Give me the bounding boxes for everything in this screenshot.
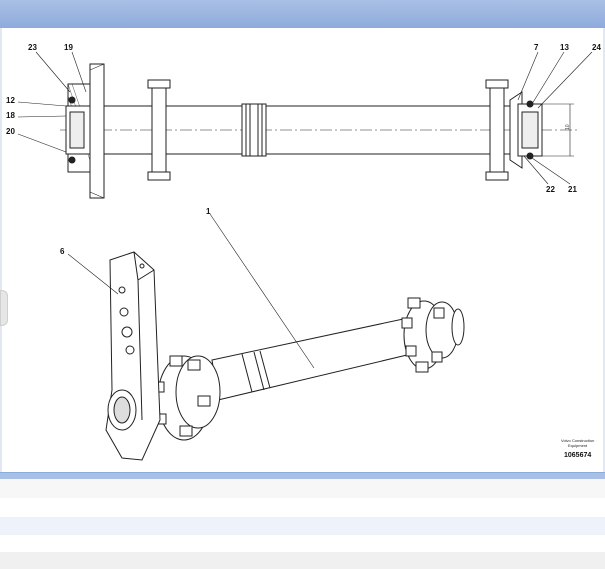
callout-20: 20 xyxy=(6,127,15,136)
list-row xyxy=(0,535,605,552)
iso-support-arm xyxy=(105,251,161,461)
company-line-2: Equipment xyxy=(568,443,588,448)
drawing-number: 1065674 xyxy=(564,452,591,459)
dimension-label: 10 xyxy=(565,124,571,130)
list-row xyxy=(0,517,605,535)
list-row xyxy=(0,552,605,569)
iso-shaft xyxy=(211,314,429,401)
callout-6: 6 xyxy=(60,247,65,256)
drawing-frame: 23 19 12 18 20 7 13 24 22 21 1 6 10 Volv… xyxy=(0,28,605,472)
callout-21: 21 xyxy=(568,185,577,194)
callout-18: 18 xyxy=(6,111,15,120)
side-scroll-handle[interactable] xyxy=(0,290,8,326)
left-sprocket-section xyxy=(151,83,167,177)
exploded-parts-drawing: 23 19 12 18 20 7 13 24 22 21 1 6 10 Volv… xyxy=(6,43,601,461)
callout-12: 12 xyxy=(6,96,15,105)
callout-13: 13 xyxy=(560,43,569,52)
list-row xyxy=(0,479,605,499)
viewer-top-bar xyxy=(0,0,605,29)
callout-23: 23 xyxy=(28,43,37,52)
viewer-bottom-bar xyxy=(0,472,605,479)
callout-7: 7 xyxy=(534,43,539,52)
callout-22: 22 xyxy=(546,185,555,194)
callout-24: 24 xyxy=(592,43,601,52)
company-line-1: Volvo Construction xyxy=(561,438,594,443)
right-sprocket-section xyxy=(489,83,505,177)
list-row xyxy=(0,498,605,517)
callout-1: 1 xyxy=(206,207,211,216)
left-flange xyxy=(89,63,105,199)
callout-19: 19 xyxy=(64,43,73,52)
